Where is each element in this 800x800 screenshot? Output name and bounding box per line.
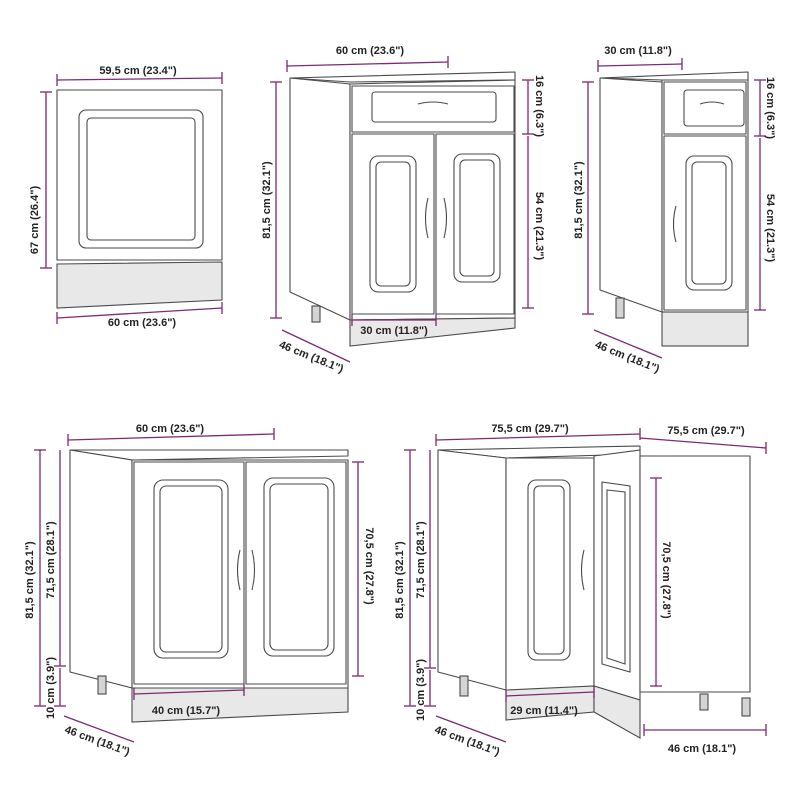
corner-cab-leg-3 [741,697,751,717]
drawer-cab-60-drawer-panel [371,91,497,123]
drawer-cab-60-drawer-height-label: 16 cm (6.3") [533,75,545,137]
oven-cabinet: 59,5 cm (23.4") 67 cm (26.4") 60 cm (23.… [29,65,223,329]
drawer-cab-60-right-door-frame [453,153,501,283]
drawer-cab-30-drawer-panel [683,89,745,127]
corner-cab-side [437,449,507,691]
drawer-cab-60-door-height-label: 54 cm (21.3") [533,192,545,261]
drawer-cab-60-left-door-frame [369,155,417,293]
drawer-cab-60-width-line [286,61,449,67]
drawer-cab-60-width-label: 60 cm (23.6") [336,45,405,57]
drawer-cab-60-side [289,77,351,321]
drawer-cab-60-drawer-handle[interactable] [417,101,449,105]
sink-cab-width-line [67,433,275,441]
sink-cab-door-height-label: 70,5 cm (27.8") [363,527,375,605]
drawer-cab-30-door-height-label: 54 cm (21.3") [764,194,776,263]
oven-cabinet-door-outer-frame [78,109,204,249]
corner-cab-leg-height-label: 10 cm (3.9") [415,659,427,721]
corner-cab-front-width-line [435,433,641,441]
sink-cab-door-width-label: 40 cm (15.7") [152,705,221,717]
sink-cab-leg-height-label: 10 cm (3.9") [45,657,57,719]
sink-cab-depth-label: 46 cm (18.1") [63,724,132,759]
sink-cabinet: 60 cm (23.6") 70,5 cm (27.8") 81,5 cm (3… [24,423,375,759]
drawer-cab-60-right-door [435,133,515,315]
oven-height-label: 67 cm (26.4") [29,186,41,255]
sink-cab-left-handle[interactable] [236,549,241,591]
corner-cab-front-width-label: 75,5 cm (29.7") [491,423,569,435]
drawer-cab-30-side [599,77,663,313]
sink-cab-side [69,449,133,689]
drawer-cab-30-door-frame [685,155,733,291]
corner-cab-door-height-label: 70,5 cm (27.8") [660,541,672,619]
corner-cab-door-width-line [505,691,595,697]
drawer-cab-60-leg [311,305,321,323]
drawer-cab-60-depth-line [281,329,351,363]
sink-cab-depth-line [63,715,135,743]
corner-cab-inner-door-frame [601,481,631,673]
sink-cab-leg [97,675,107,695]
drawer-cab-60-total-height-label: 81,5 cm (32.1") [261,161,273,239]
corner-cab-side-width-label: 75,5 cm (29.7") [667,425,745,437]
corner-cab-inner-door [593,449,641,701]
drawer-cab-30-top [599,71,749,81]
corner-cab-leg-1 [459,675,469,697]
drawer-cabinet-60: 60 cm (23.6") 16 cm (6.3") 54 cm (21.3")… [261,45,545,376]
corner-cab-body-height-label: 71,5 cm (28.1") [415,521,427,599]
sink-cab-right-handle[interactable] [251,549,256,591]
sink-cab-plinth [131,687,349,723]
corner-cab-leg-2 [699,693,709,711]
corner-cabinet: 75,5 cm (29.7") 75,5 cm (29.7") 70,5 cm … [394,423,767,759]
oven-cabinet-door-inner-frame [86,117,196,241]
oven-bottom-width-line [56,307,223,319]
corner-cab-front-body [505,457,595,691]
sink-cab-door-width-line [133,689,245,695]
drawer-cabinet-30: 30 cm (11.8") 16 cm (6.3") 54 cm (21.3")… [573,45,776,376]
drawer-cab-30-handle[interactable] [672,205,677,243]
corner-cab-handle[interactable] [580,549,585,591]
oven-top-width-label: 59,5 cm (23.4") [99,65,177,77]
corner-cab-depth-left-line [435,715,507,743]
drawer-cab-30-width-line [597,63,683,67]
oven-top-width-line [56,77,223,81]
drawer-cab-60-left-door [351,133,435,315]
sink-cab-right-door [245,461,347,685]
drawer-cab-30-total-height-label: 81,5 cm (32.1") [573,161,585,239]
sink-cab-total-height-label: 81,5 cm (32.1") [24,541,36,619]
sink-cab-right-door-frame [263,477,335,657]
drawer-cab-30-leg [615,297,625,319]
drawer-cab-60-plinth [349,317,516,347]
drawer-cab-60-door-width-label: 30 cm (11.8") [360,325,428,337]
sink-cab-left-door [133,461,245,685]
drawer-cab-30-depth-line [593,329,663,359]
corner-cab-door-width-label: 29 cm (11.4") [510,705,578,717]
drawer-cab-30-drawer [663,81,747,135]
drawer-cab-30-drawer-handle[interactable] [699,101,725,105]
corner-cab-side-width-line [639,437,767,449]
drawer-cab-30-drawer-height-label: 16 cm (6.3") [764,77,776,139]
oven-cabinet-plinth [56,261,223,309]
corner-cab-plinth-corner [593,685,641,739]
drawer-cab-30-width-label: 30 cm (11.8") [604,45,672,57]
corner-cab-total-height-label: 81,5 cm (32.1") [394,541,406,619]
corner-cab-depth-right-label: 46 cm (18.1") [668,743,737,755]
sink-cab-width-label: 60 cm (23.6") [136,423,205,435]
corner-cab-depth-left-label: 46 cm (18.1") [433,724,502,759]
sink-cab-body-height-label: 71,5 cm (28.1") [45,521,57,599]
corner-cab-front-door-frame [527,479,571,661]
drawer-cab-30-plinth [661,311,749,347]
oven-bottom-width-label: 60 cm (23.6") [108,317,177,329]
sink-cab-left-door-frame [153,479,229,659]
drawer-cab-60-left-handle[interactable] [424,197,429,239]
oven-cabinet-front-panel [56,89,223,261]
corner-cab-right-side [639,455,751,693]
drawer-cab-60-right-handle[interactable] [443,197,448,239]
drawer-cab-60-drawer [351,85,515,133]
